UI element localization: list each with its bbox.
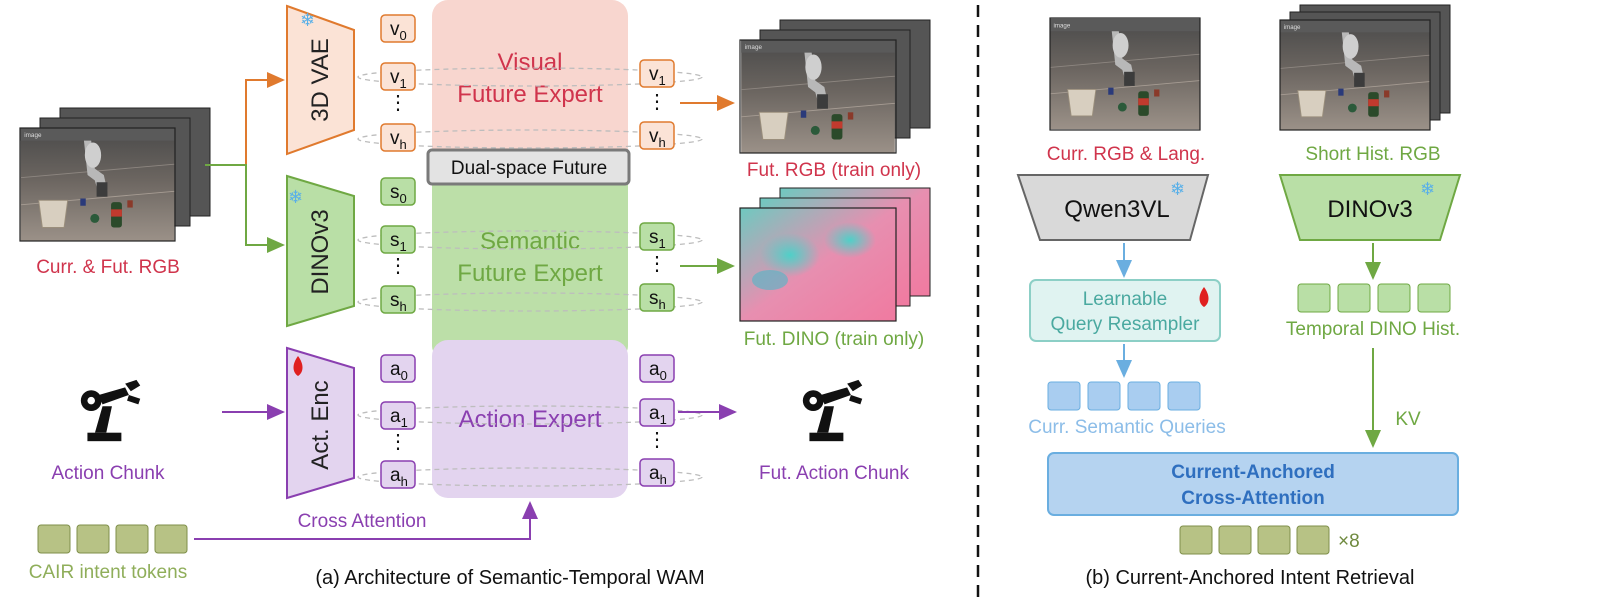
dino-enc-label: DINOv3 [307,209,334,294]
output-intent-tokens [1179,525,1330,555]
fut-rgb-stack [739,19,931,154]
svg-text:v0: v0 [390,19,407,43]
visual-expert-line1: Visual [498,49,563,76]
times-eight-label: ×8 [1338,531,1360,552]
panel-b-caption: (b) Current-Anchored Intent Retrieval [1085,567,1414,589]
frozen-snowflake-icon: ❄ [300,10,315,30]
rgb-to-dino-arrow [205,164,285,253]
cross-attn-line1: Current-Anchored [1171,462,1335,483]
svg-text:vh: vh [649,126,666,150]
qwen-block [1016,174,1210,241]
svg-text:ah: ah [390,465,408,489]
input-rgb-label: Curr. & Fut. RGB [36,257,180,278]
resampler-line2: Query Resampler [1051,314,1201,335]
svg-text:sh: sh [390,290,407,314]
svg-text:sh: sh [649,288,666,312]
cair-label: CAIR intent tokens [29,562,187,583]
trainable-flame-icon [1199,287,1209,307]
cross-attention-arrow [194,501,538,540]
semantic-queries-label: Curr. Semantic Queries [1028,417,1225,438]
svg-text:s0: s0 [390,182,407,206]
curr-rgb-image [1049,17,1201,131]
svg-text:⋮: ⋮ [388,431,408,453]
svg-text:a0: a0 [649,359,667,383]
kv-label: KV [1395,409,1421,430]
robot-arm-icon [803,380,862,441]
svg-text:ah: ah [649,463,667,487]
semantic-expert-line1: Semantic [480,228,580,255]
svg-text:⋮: ⋮ [647,91,667,113]
svg-text:⋮: ⋮ [647,253,667,275]
dino-block [1278,174,1462,241]
fut-dino-stack [739,187,931,322]
action-tokens-left: a0 a1 ⋮ ah [380,354,416,489]
semantic-query-tokens [1047,381,1201,411]
semantic-tokens-left: s0 s1 ⋮ sh [380,177,416,314]
visual-tokens-right: v1 ⋮ vh [639,59,675,150]
cross-attn-line2: Cross-Attention [1181,488,1325,509]
fut-rgb-label: Fut. RGB (train only) [747,160,921,181]
short-hist-stack [1279,4,1451,131]
fut-action-label: Fut. Action Chunk [759,463,909,484]
action-tokens-right: a0 a1 ⋮ ah [639,354,675,487]
svg-text:a0: a0 [390,359,408,383]
visual-expert-block [432,0,628,175]
fut-dino-label: Fut. DINO (train only) [744,329,925,350]
semantic-expert-line2: Future Expert [457,260,603,287]
frozen-snowflake-icon: ❄ [288,187,303,207]
resampler-line1: Learnable [1083,289,1168,310]
frozen-snowflake-icon: ❄ [1420,179,1435,199]
svg-text:s1: s1 [390,230,407,254]
action-encoder: Act. Enc [286,346,355,500]
token-v0 [380,14,416,43]
token-orbit-lines [357,67,703,487]
svg-text:a1: a1 [649,403,667,427]
svg-text:s1: s1 [649,227,666,251]
action-chunk-label: Action Chunk [51,463,165,484]
input-rgb-stack [19,107,211,242]
svg-text:a1: a1 [390,406,408,430]
query-resampler-block [1029,279,1221,342]
robot-arm-icon [81,380,140,441]
svg-text:⋮: ⋮ [388,255,408,277]
dual-space-label: Dual-space Future [451,158,607,179]
svg-text:v1: v1 [649,64,666,88]
dino-encoder: ❄ DINOv3 [286,174,355,328]
curr-rgb-label: Curr. RGB & Lang. [1047,144,1205,165]
svg-text:⋮: ⋮ [388,92,408,114]
vae-encoder: ❄ 3D VAE [286,4,355,156]
trainable-flame-icon [293,356,303,376]
frozen-snowflake-icon: ❄ [1170,179,1185,199]
action-expert-label: Action Expert [459,406,602,433]
temporal-hist-label: Temporal DINO Hist. [1286,319,1460,340]
act-enc-label: Act. Enc [307,380,334,469]
dual-space-banner [426,148,631,186]
visual-tokens-left: v0 v1 ⋮ vh [380,14,416,152]
rgb-to-vae-arrow [205,72,285,166]
svg-text:v1: v1 [390,67,407,91]
panel-a-caption: (a) Architecture of Semantic-Temporal WA… [315,567,704,589]
cross-attention-label: Cross Attention [298,511,427,532]
short-hist-label: Short Hist. RGB [1305,144,1440,165]
cair-intent-tokens [37,524,188,554]
vae-label: 3D VAE [307,38,334,122]
qwen-label: Qwen3VL [1064,196,1169,223]
dino-label: DINOv3 [1327,196,1412,223]
temporal-dino-tokens [1297,283,1451,313]
semantic-tokens-right: s1 ⋮ sh [639,222,675,312]
svg-text:vh: vh [390,128,407,152]
semantic-expert-block [432,168,628,358]
cross-attention-block [1047,452,1459,516]
token-vh [380,123,416,152]
token-v1 [380,62,416,91]
svg-text:⋮: ⋮ [647,429,667,451]
action-expert-block [432,340,628,498]
